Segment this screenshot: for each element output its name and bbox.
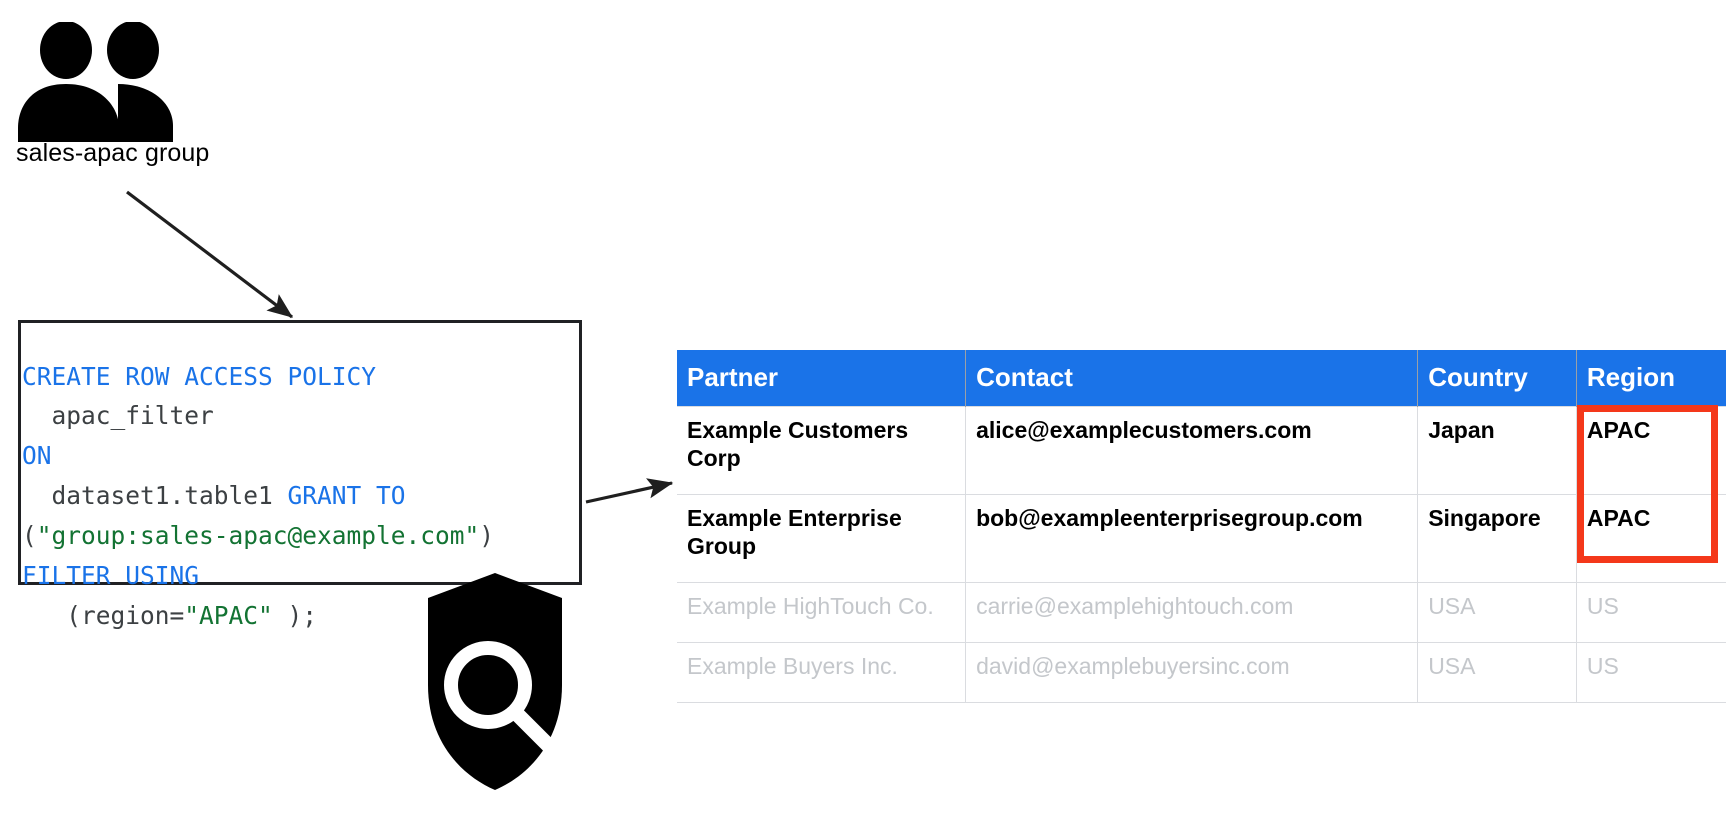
cell-country: USA bbox=[1417, 582, 1577, 644]
people-group-icon bbox=[18, 21, 198, 142]
cell-region: US bbox=[1576, 582, 1726, 644]
table-row: Example HighTouch Co. carrie@examplehigh… bbox=[677, 582, 1726, 644]
cell-contact: alice@examplecustomers.com bbox=[965, 405, 1419, 496]
cell-partner: Example HighTouch Co. bbox=[677, 582, 967, 644]
column-header-region[interactable]: Region bbox=[1576, 350, 1726, 407]
column-header-partner[interactable]: Partner bbox=[677, 350, 967, 407]
row-access-policy-box bbox=[18, 320, 582, 585]
partner-access-table: Partner Contact Country Region Example C… bbox=[677, 350, 1726, 704]
group-label: sales-apac group bbox=[16, 139, 210, 167]
cell-contact: david@examplebuyersinc.com bbox=[965, 642, 1419, 704]
cell-partner: Example Buyers Inc. bbox=[677, 642, 967, 704]
table-header-row: Partner Contact Country Region bbox=[677, 350, 1726, 407]
cell-partner: Example Customers Corp bbox=[677, 405, 967, 496]
column-header-country[interactable]: Country bbox=[1417, 350, 1577, 407]
group-to-policy-arrow bbox=[126, 190, 294, 319]
shield-search-icon bbox=[390, 535, 600, 805]
cell-country: Singapore bbox=[1417, 494, 1577, 584]
cell-country: Japan bbox=[1417, 405, 1577, 496]
policy-to-table-arrow bbox=[585, 478, 674, 504]
column-header-contact[interactable]: Contact bbox=[965, 350, 1419, 407]
cell-region: US bbox=[1576, 642, 1726, 704]
cell-contact: carrie@examplehightouch.com bbox=[965, 582, 1419, 644]
cell-region: APAC bbox=[1576, 405, 1726, 496]
table-row: Example Customers Corp alice@examplecust… bbox=[677, 405, 1726, 496]
cell-contact: bob@exampleenterprisegroup.com bbox=[965, 494, 1419, 584]
cell-country: USA bbox=[1417, 642, 1577, 704]
row-access-policy-sql: CREATE ROW ACCESS POLICY apac_filter ON … bbox=[22, 361, 495, 631]
cell-region: APAC bbox=[1576, 494, 1726, 584]
table-row: Example Buyers Inc. david@examplebuyersi… bbox=[677, 642, 1726, 704]
table-row: Example Enterprise Group bob@exampleente… bbox=[677, 494, 1726, 584]
cell-partner: Example Enterprise Group bbox=[677, 494, 967, 584]
